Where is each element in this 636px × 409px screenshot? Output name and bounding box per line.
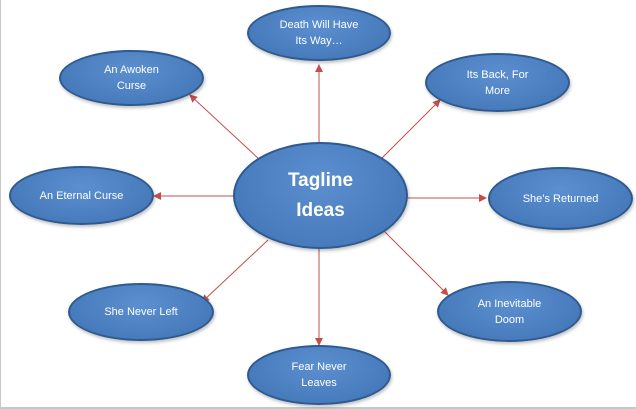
arrow-to-awoken xyxy=(189,94,261,161)
node-shes-returned[interactable]: She’s Returned xyxy=(488,167,633,230)
center-label: Tagline Ideas xyxy=(287,169,354,221)
node-label: An Awoken Curse xyxy=(104,64,159,92)
node-an-inevitable-doom[interactable]: An Inevitable Doom xyxy=(437,281,582,342)
node-label: Fear Never Leaves xyxy=(291,361,347,389)
node-label: An Eternal Curse xyxy=(39,189,124,202)
node-label: She’s Returned xyxy=(522,192,599,205)
arrow-to-doom xyxy=(382,229,449,296)
arrow-to-its-back xyxy=(379,99,441,161)
node-label: Death Will Have Its Way… xyxy=(279,19,359,47)
node-fear-never-leaves[interactable]: Fear Never Leaves xyxy=(247,345,391,405)
node-she-never-left[interactable]: She Never Left xyxy=(68,283,214,341)
node-label: Its Back, For More xyxy=(466,68,529,97)
frame-bottom-border xyxy=(0,407,636,409)
center-node-tagline-ideas[interactable]: Tagline Ideas xyxy=(233,142,408,249)
node-label: An Inevitable Doom xyxy=(477,297,542,326)
frame-left-border xyxy=(0,0,1,409)
node-an-awoken-curse[interactable]: An Awoken Curse xyxy=(59,50,204,106)
arrow-to-never-left xyxy=(201,239,269,303)
node-its-back-for-more[interactable]: Its Back, For More xyxy=(425,53,570,112)
node-death-will-have-its-way[interactable]: Death Will Have Its Way… xyxy=(247,5,391,61)
node-an-eternal-curse[interactable]: An Eternal Curse xyxy=(9,166,154,225)
node-label: She Never Left xyxy=(104,306,178,318)
